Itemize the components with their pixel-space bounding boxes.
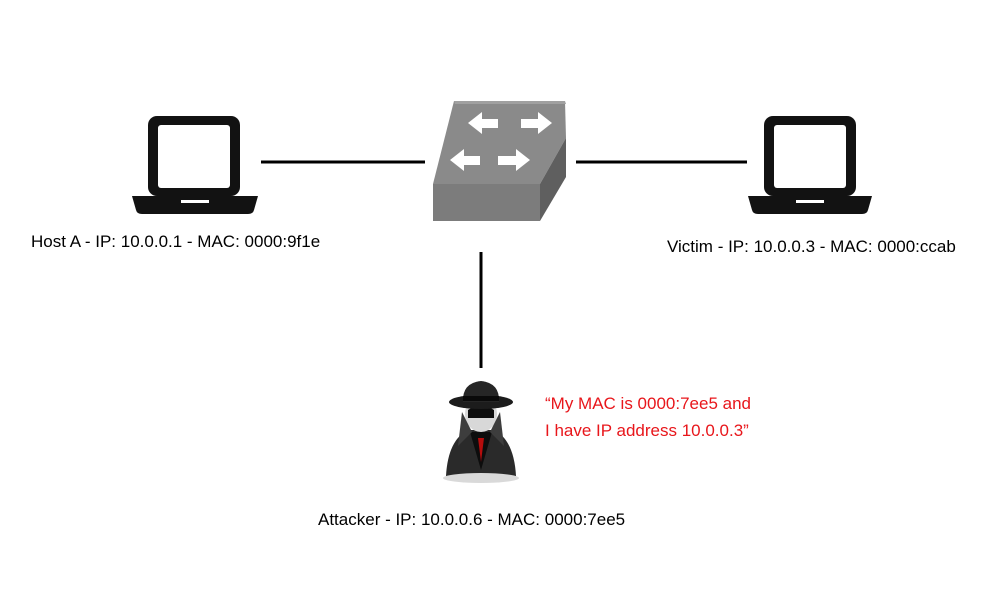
attacker-claim-line-1: “My MAC is 0000:7ee5 and (545, 394, 751, 413)
attacker-label: Attacker - IP: 10.0.0.6 - MAC: 0000:7ee5 (318, 510, 626, 529)
victim-laptop-icon (748, 116, 872, 214)
host-a-laptop-icon (132, 116, 258, 214)
victim-label: Victim - IP: 10.0.0.3 - MAC: 0000:ccab (667, 237, 956, 256)
network-switch-icon (433, 101, 566, 221)
host-a-label: Host A - IP: 10.0.0.1 - MAC: 0000:9f1e (31, 232, 321, 251)
attacker-claim-line-2: I have IP address 10.0.0.3” (545, 421, 749, 440)
attacker-spy-icon (443, 381, 519, 483)
attacker-claim: “My MAC is 0000:7ee5 and I have IP addre… (545, 390, 751, 444)
